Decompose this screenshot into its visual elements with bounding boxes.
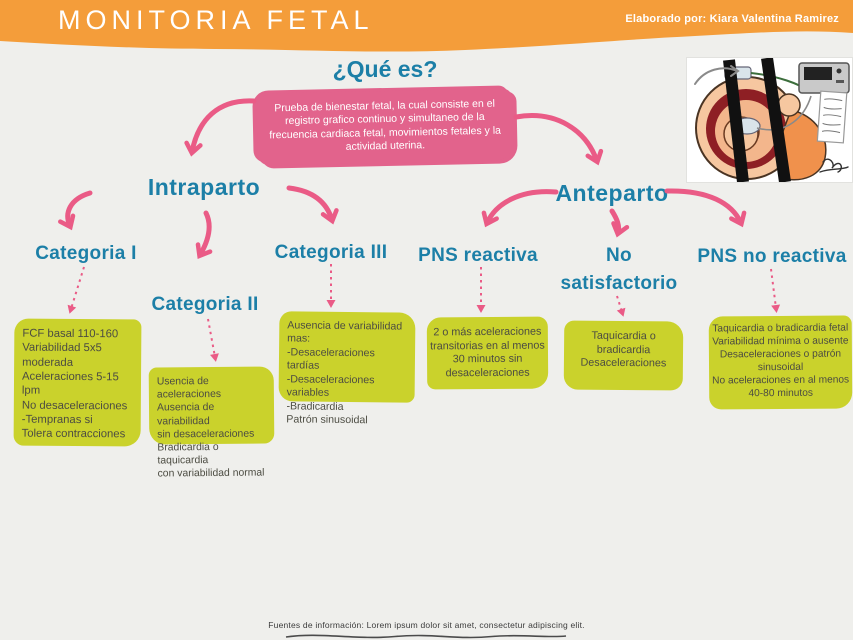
category-note-no-satisfactorio: Taquicardia o bradicardia Desaceleracion…: [563, 320, 684, 391]
category-heading-categoria-2: Categoria II: [151, 294, 259, 315]
category-heading-pns-no-reactiva: PNS no reactiva: [697, 246, 847, 267]
category-note-pns-no-reactiva: Taquicardia o bradicardia fetal Variabil…: [708, 315, 853, 410]
category-note-categoria-3: Ausencia de variabilidad mas: -Desaceler…: [278, 311, 416, 426]
fetal-monitor-drawing: [694, 57, 850, 183]
question-heading: ¿Qué es?: [332, 56, 438, 82]
branch-label-intraparto: Intraparto: [147, 174, 261, 200]
definition-text: Prueba de bienestar fetal, la cual consi…: [269, 97, 502, 154]
author-credit: Elaborado por: Kiara Valentina Ramirez: [625, 13, 839, 25]
branch-label-anteparto: Anteparto: [555, 180, 669, 206]
category-heading-categoria-3: Categoria III: [274, 242, 388, 263]
category-note-pns-reactiva: 2 o más aceleraciones transitorias en al…: [426, 316, 549, 390]
category-note-categoria-2: Usencia de aceleraciones Ausencia de var…: [148, 366, 275, 480]
category-heading-no-satisfactorio: No satisfactorio: [560, 245, 678, 294]
page-title: MONITORIA FETAL: [58, 5, 374, 35]
category-note-categoria-1: FCF basal 110-160 Variabilidad 5x5 moder…: [13, 318, 142, 447]
footer-sources: Fuentes de información: Lorem ipsum dolo…: [268, 620, 585, 630]
bottom-squiggle: [285, 634, 567, 639]
definition-box: Prueba de bienestar fetal, la cual consi…: [256, 88, 514, 166]
category-heading-pns-reactiva: PNS reactiva: [418, 245, 538, 266]
fetal-monitoring-illustration: [686, 57, 853, 183]
category-heading-categoria-1: Categoria I: [35, 243, 137, 264]
